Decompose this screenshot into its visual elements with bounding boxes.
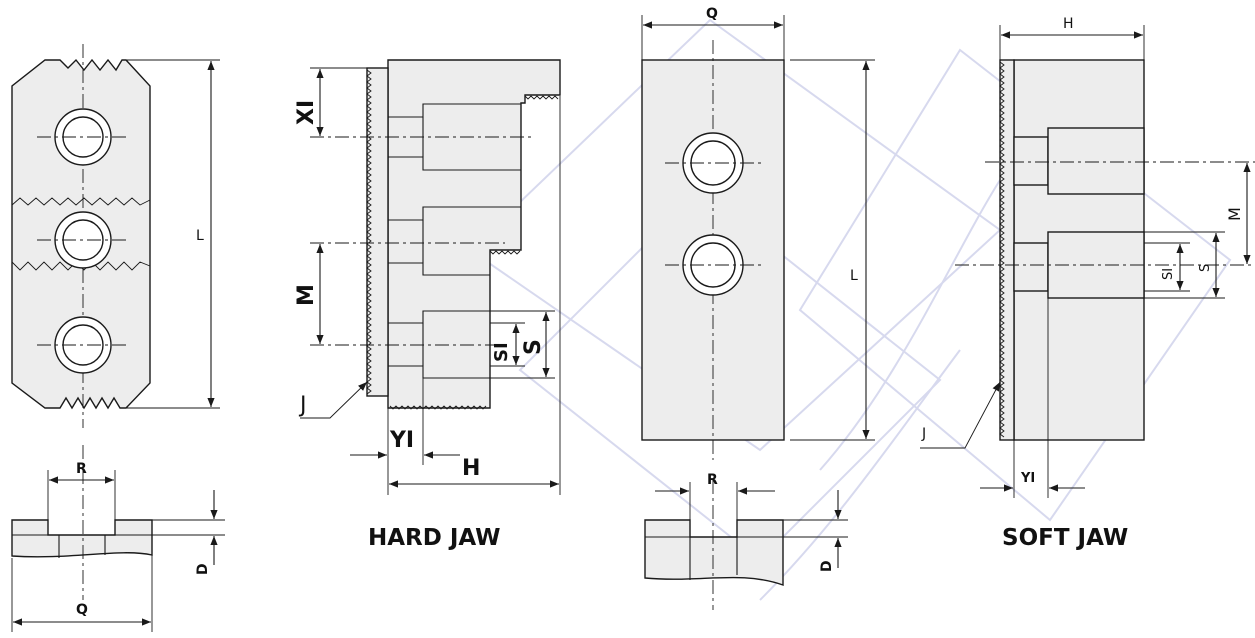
dim-M-label-1: M [294, 284, 319, 306]
dim-Y1-label-2: YI [1020, 471, 1035, 486]
dim-R-label-2: R [707, 472, 718, 488]
soft-jaw-side-view: M SI S H J YI SOFT JAW [920, 16, 1255, 551]
dim-Q-label-1: Q [76, 602, 88, 618]
dim-S1-label-1: SI [491, 342, 512, 362]
dim-D-label-2: D [819, 560, 835, 572]
caption-hard-jaw: HARD JAW [368, 525, 501, 551]
dim-Y1-label-1: YI [389, 428, 414, 453]
dim-H-label-1: H [462, 456, 480, 481]
dim-L-label: L [196, 228, 204, 244]
dim-M-label-2: M [1225, 207, 1244, 221]
hard-jaw-bottom-view: R D Q [11, 445, 225, 632]
dim-J-label-2: J [921, 426, 926, 442]
hard-jaw-side-view: XI M SI S J YI H HARD JAW [294, 59, 561, 551]
hard-jaw-front-view: L [11, 44, 220, 428]
dim-D-label-1: D [195, 563, 211, 575]
dim-S-label-1: S [521, 339, 546, 355]
soft-jaw-front-view: Q L [641, 6, 875, 460]
dim-R-label-1: R [76, 461, 87, 477]
caption-soft-jaw: SOFT JAW [1002, 525, 1128, 551]
soft-jaw-bottom-view: R D [644, 472, 848, 610]
dim-J-label-1: J [298, 393, 307, 418]
dim-S1-label-2: SI [1161, 268, 1176, 280]
dim-H-label-2: H [1063, 16, 1074, 32]
dim-L-label-2: L [850, 268, 858, 284]
dim-Q-label-2: Q [706, 6, 718, 22]
dim-S-label-2: S [1198, 264, 1213, 272]
dim-X1-label: XI [294, 100, 319, 125]
